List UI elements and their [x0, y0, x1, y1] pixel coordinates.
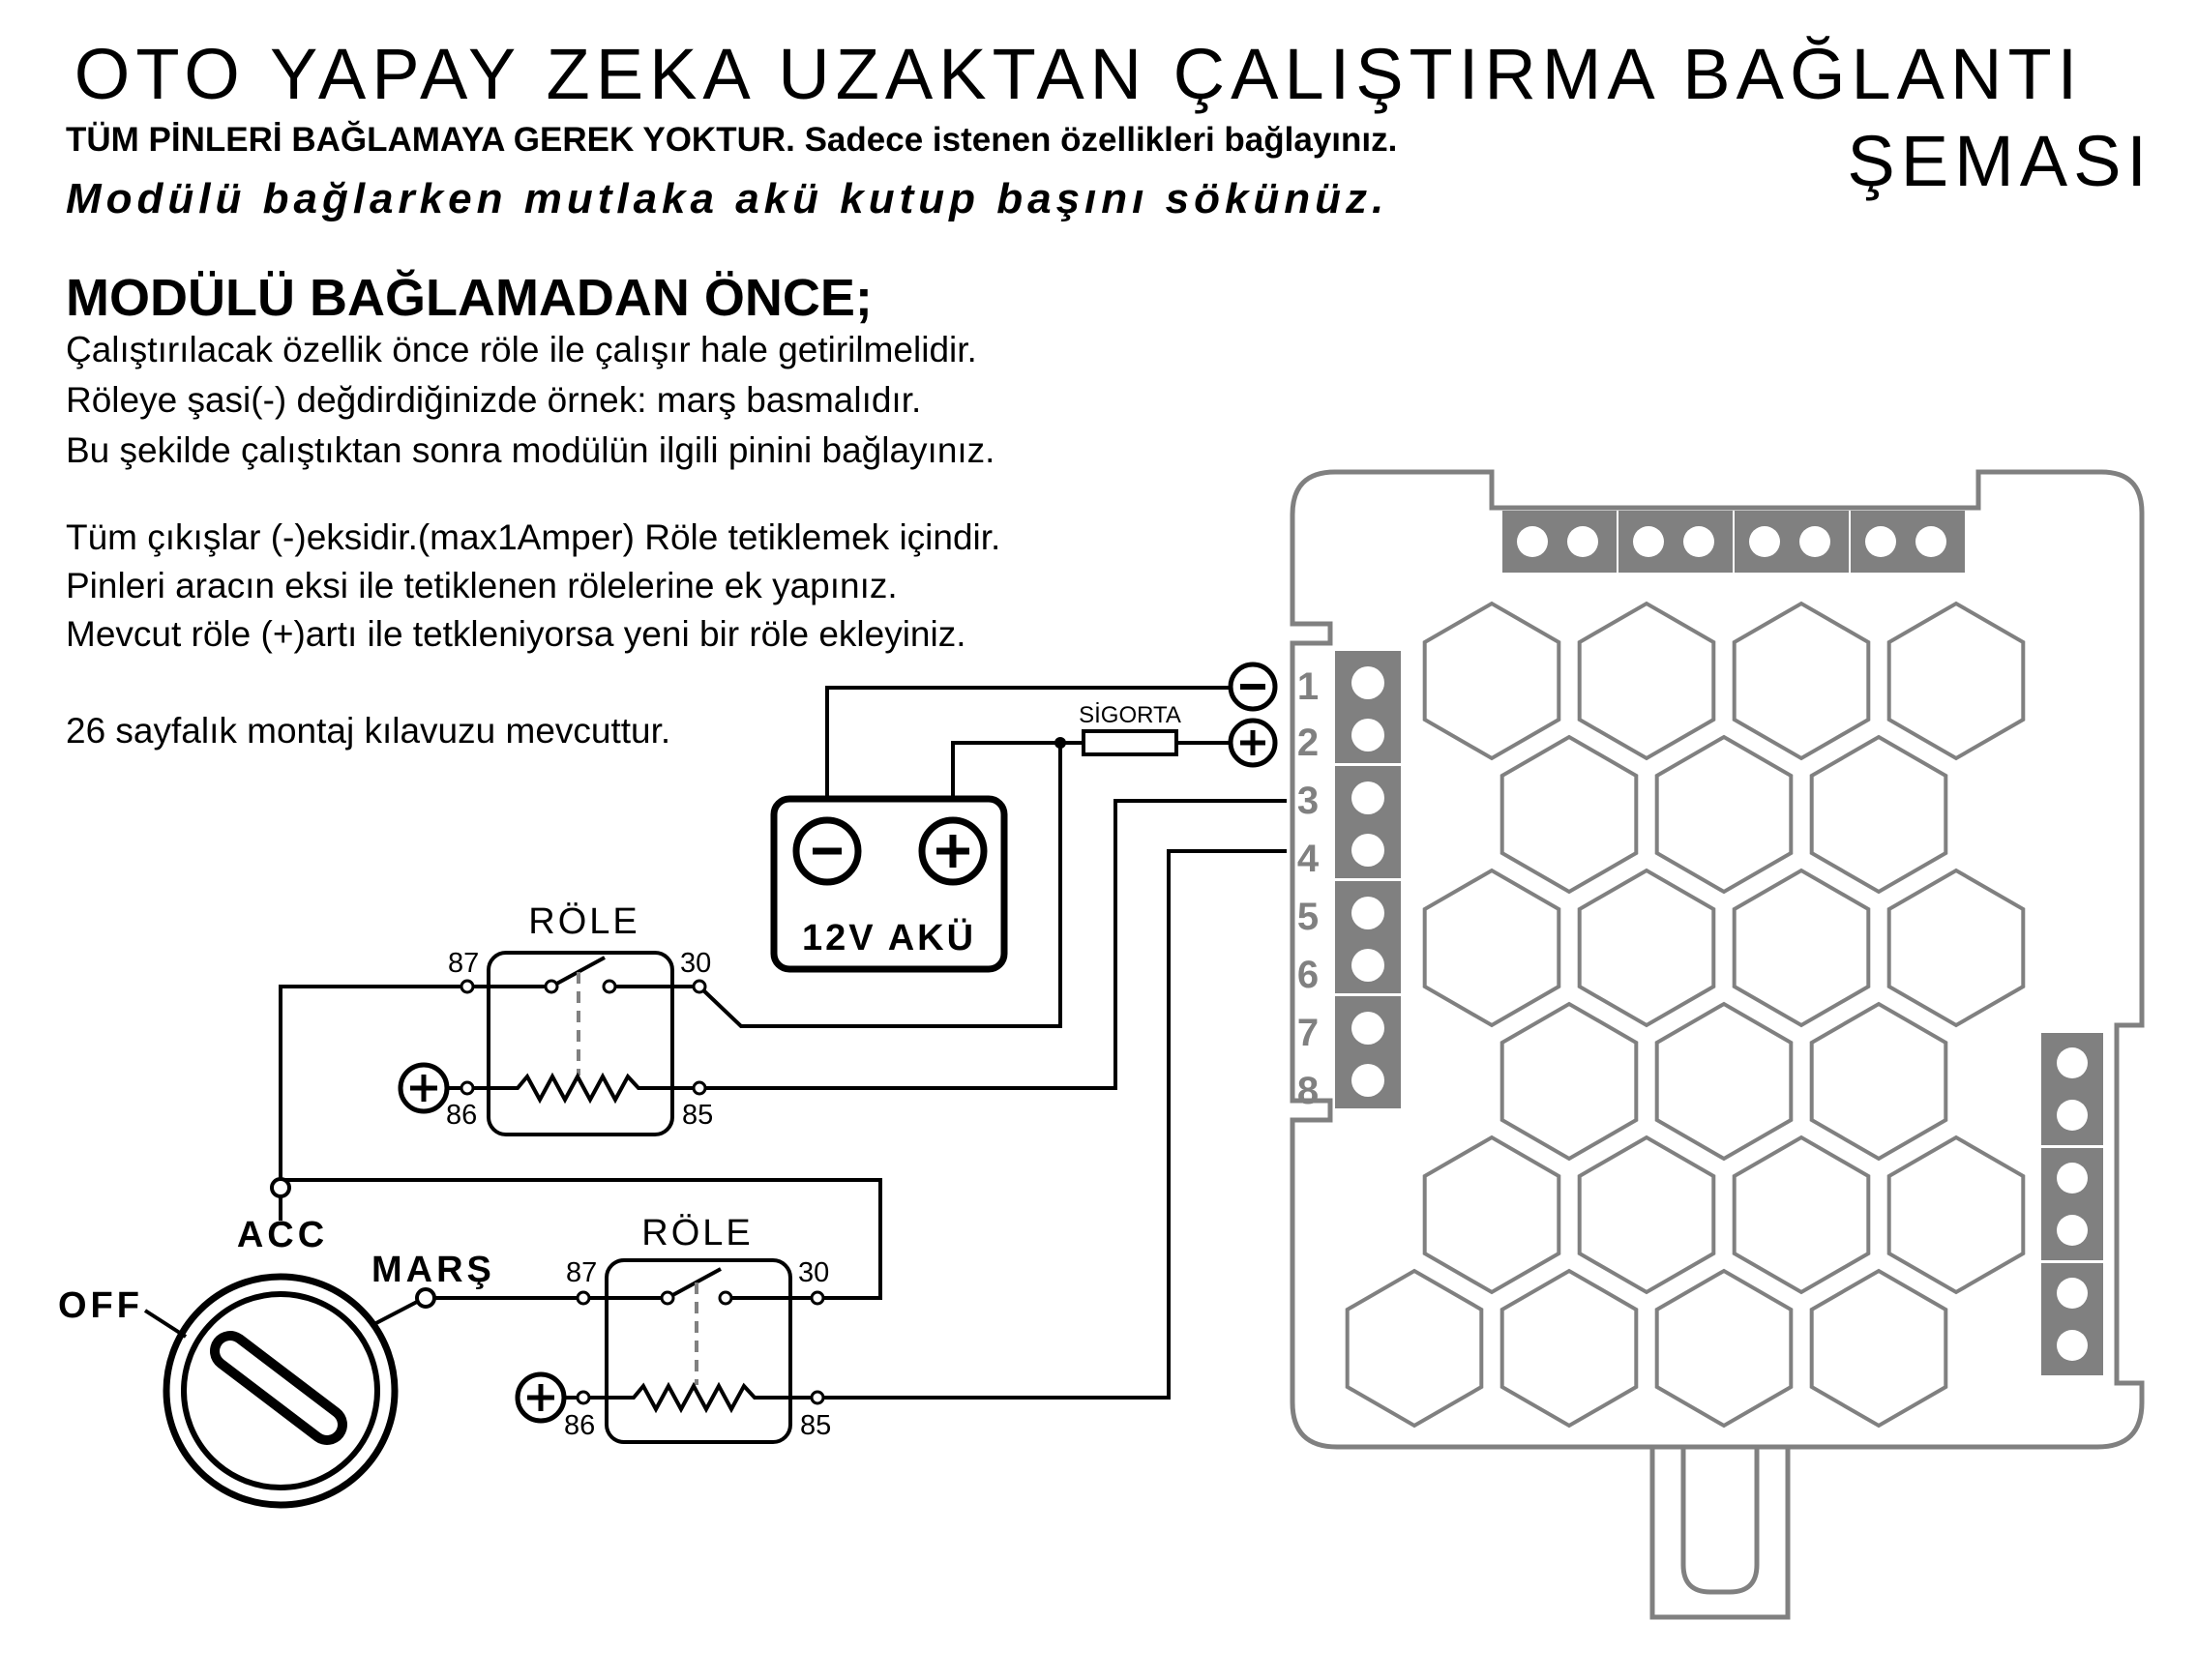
section-heading: MODÜLÜ BAĞLAMADAN ÖNCE;	[66, 269, 873, 327]
wire-pin4-to-relay2-85	[817, 849, 1287, 1400]
title-line-1: OTO YAPAY ZEKA UZAKTAN ÇALIŞTIRMA BAĞLAN…	[74, 34, 2083, 114]
relay-2-title: RÖLE	[641, 1213, 753, 1253]
paragraph2-line1: Tüm çıkışlar (-)eksidir.(max1Amper) Röle…	[66, 517, 1000, 557]
hexagon-cell	[1886, 1135, 2026, 1295]
pin-label-1: 1	[1297, 665, 1319, 708]
hexagon-cell	[1577, 601, 1716, 761]
module-tab-outer	[1649, 1447, 1791, 1620]
pin-label-6: 6	[1297, 954, 1319, 996]
relay-1: RÖLE 87 30 86 85	[398, 901, 713, 1136]
hexagon-cell	[1577, 1135, 1716, 1295]
ignition-switch: ACC OFF MARŞ	[58, 1177, 495, 1509]
ignition-off-label: OFF	[58, 1285, 143, 1326]
module-minus-symbol	[1228, 662, 1278, 712]
module-plus-symbol	[1228, 718, 1278, 768]
module-tab-inner	[1680, 1447, 1760, 1595]
relay-2-plus-symbol	[515, 1371, 567, 1424]
hexagon-cell	[1422, 1135, 1561, 1295]
module-outline	[1290, 469, 2145, 1450]
paragraph1-line3: Bu şekilde çalıştıktan sonra modülün ilg…	[66, 430, 995, 470]
relay-1-pin30: 30	[680, 948, 711, 979]
hexagon-cell	[1654, 1268, 1794, 1429]
relay-1-pin87: 87	[448, 948, 479, 979]
battery: 12V AKÜ	[770, 795, 1008, 973]
relay-1-title: RÖLE	[528, 901, 639, 942]
hexagon-cell	[1499, 1268, 1639, 1429]
side-connector	[2041, 1033, 2103, 1375]
ignition-start-label: MARŞ	[371, 1250, 495, 1290]
junction-dot	[1054, 737, 1066, 749]
hexagon-cell	[1499, 734, 1639, 895]
relay-1-pin85: 85	[682, 1100, 713, 1131]
wire-positive-to-relay1-30	[698, 743, 1062, 1028]
hexagon-cell	[1886, 868, 2026, 1028]
hexagon-cell	[1732, 868, 1871, 1028]
hexagon-cell	[1886, 601, 2026, 761]
relay-1-pin86: 86	[446, 1100, 477, 1131]
battery-label: 12V AKÜ	[802, 917, 976, 958]
ignition-acc-label: ACC	[237, 1215, 328, 1255]
wire-pin3-to-relay1-85	[699, 799, 1287, 1090]
hexagon-cell	[1732, 1135, 1871, 1295]
hexagon-cell	[1732, 601, 1871, 761]
wire-battery-positive	[951, 741, 1084, 799]
paragraph2-line2: Pinleri aracın eksi ile tetiklenen rölel…	[66, 566, 898, 605]
pin-label-8: 8	[1297, 1070, 1319, 1112]
pin-label-3: 3	[1297, 780, 1319, 822]
hexagon-cell	[1499, 1001, 1639, 1162]
fuse-label: SİGORTA	[1079, 702, 1181, 728]
hexagon-cell	[1345, 1268, 1484, 1429]
wire-battery-negative	[825, 686, 1233, 799]
bold-note: TÜM PİNLERİ BAĞLAMAYA GEREK YOKTUR. Sade…	[66, 120, 1397, 159]
main-pin-connector	[1335, 651, 1401, 1108]
hexagon-cell	[1809, 1001, 1948, 1162]
manual-note: 26 sayfalık montaj kılavuzu mevcuttur.	[66, 711, 670, 751]
top-connector	[1502, 511, 1965, 573]
hexagon-cell	[1654, 734, 1794, 895]
paragraph1-line2: Röleye şasi(-) değdirdiğinizde örnek: ma…	[66, 380, 921, 420]
module-hexagon-pattern	[1345, 601, 2026, 1429]
fuse: SİGORTA	[1079, 702, 1181, 756]
hexagon-cell	[1654, 1001, 1794, 1162]
hexagon-cell	[1577, 868, 1716, 1028]
module: 1 2 3 4 5 6 7 8	[1290, 469, 2145, 1620]
pin-label-4: 4	[1297, 838, 1320, 880]
title-line-2: ŞEMASI	[1847, 121, 2152, 201]
italic-warning: Modülü bağlarken mutlaka akü kutup başın…	[66, 175, 1388, 222]
pin-label-2: 2	[1297, 722, 1319, 764]
relay-1-plus-symbol	[398, 1062, 450, 1114]
relay-2-pin85: 85	[800, 1410, 831, 1441]
relay-2: RÖLE 87 30 86 85	[515, 1213, 831, 1444]
paragraph1-line1: Çalıştırılacak özellik önce röle ile çal…	[66, 330, 977, 369]
pin-label-5: 5	[1297, 896, 1319, 938]
hexagon-cell	[1422, 868, 1561, 1028]
wire-relay1-87-to-acc	[279, 985, 467, 1188]
hexagon-cell	[1809, 1268, 1948, 1429]
paragraph2-line3: Mevcut röle (+)artı ile tetkleniyorsa ye…	[66, 614, 966, 654]
hexagon-cell	[1809, 734, 1948, 895]
hexagon-cell	[1422, 601, 1561, 761]
relay-2-pin86: 86	[564, 1410, 595, 1441]
pin-label-7: 7	[1297, 1012, 1319, 1054]
relay-2-pin30: 30	[798, 1257, 829, 1288]
relay-2-pin87: 87	[566, 1257, 597, 1288]
